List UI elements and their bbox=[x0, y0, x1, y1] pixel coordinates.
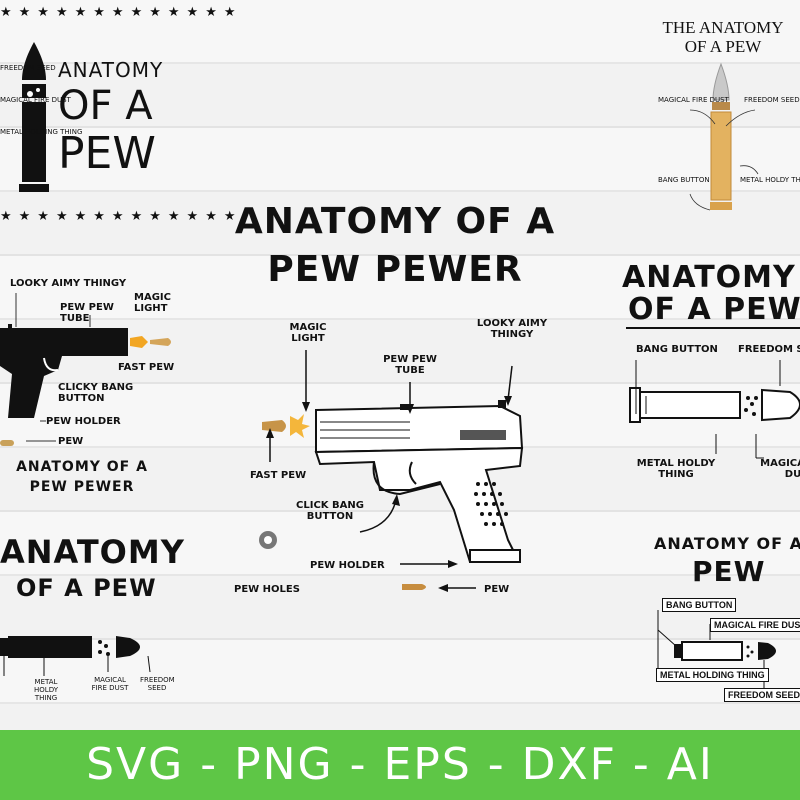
label-metal-holding-thing: METAL HOLDING THING bbox=[0, 128, 83, 136]
title-line-1: ANATOMY OF A bbox=[654, 534, 800, 553]
label-pew-pew-tube: PEW PEW TUBE bbox=[60, 302, 114, 324]
label-magical-fire-dust: MAGICAL FIRE DUST bbox=[91, 676, 129, 692]
label-pew-holder: PEW HOLDER bbox=[46, 416, 121, 427]
label-click-bang-button: CLICK BANG BUTTON bbox=[296, 500, 364, 522]
label-bang-button: BANG BUTTON bbox=[658, 176, 710, 184]
title-line-1: ANATOMY bbox=[0, 533, 185, 571]
label-metal-holdy-thing: METAL HOLDY THING bbox=[636, 458, 716, 480]
label-pew: PEW bbox=[484, 584, 510, 595]
title-line-1: THE ANATOMY bbox=[662, 18, 784, 37]
leader-lines bbox=[266, 350, 513, 592]
pew-hole-icon bbox=[259, 531, 277, 549]
title-line-1: ANATOMY bbox=[622, 260, 796, 295]
muzzle-flash-bullet bbox=[262, 414, 310, 438]
bullet-black-illustration bbox=[0, 636, 140, 658]
title-line-2: OF A bbox=[58, 83, 153, 129]
label-freedom-seed: FREEDOM SEED bbox=[0, 64, 56, 72]
bullet-vertical-illustration bbox=[19, 42, 49, 192]
label-fast-pew: FAST PEW bbox=[118, 362, 175, 373]
leader-lines bbox=[689, 109, 759, 211]
formats-banner bbox=[0, 730, 800, 800]
title-line-2: OF A PEW bbox=[16, 574, 157, 602]
leader-lines bbox=[15, 293, 91, 442]
pistol-outline-illustration bbox=[314, 400, 524, 564]
main-title-line-1: ANATOMY OF A bbox=[234, 201, 556, 242]
title-line-2: OF A PEW bbox=[684, 37, 762, 56]
label-fast-pew: FAST PEW bbox=[250, 470, 307, 481]
leader-lines bbox=[635, 360, 781, 459]
label-magic-light: MAGIC LIGHT bbox=[289, 322, 327, 344]
label-metal-holdy-thing: METAL HOLDY THING bbox=[740, 176, 800, 184]
label-freedom-seed: FREEDOM SEED bbox=[724, 688, 800, 702]
label-magic-light: MAGIC LIGHT bbox=[134, 292, 171, 314]
label-metal-holdy-thing: METAL HOLDY THING bbox=[34, 678, 58, 702]
label-freedom-seed: FREEDOM SEED bbox=[140, 676, 175, 692]
leader-lines bbox=[3, 655, 151, 676]
title-line-1: ANATOMY OF A bbox=[16, 459, 148, 475]
label-pew: PEW bbox=[58, 436, 84, 447]
title-line-2: OF A PEW bbox=[628, 292, 800, 327]
label-metal-holding-thing: METAL HOLDING THING bbox=[656, 668, 769, 682]
label-looky-aimy-thingy: LOOKY AIMY THINGY bbox=[10, 278, 127, 289]
label-pew-pew-tube: PEW PEW TUBE bbox=[383, 354, 437, 376]
label-pew-holder: PEW HOLDER bbox=[310, 560, 385, 571]
bullet-small-icon bbox=[402, 584, 426, 590]
label-magical-fire-dust: MAGICAL FIRE DUST bbox=[760, 458, 800, 480]
title-line-2: PEW PEWER bbox=[29, 479, 135, 495]
label-looky-aimy-thingy: LOOKY AIMY THINGY bbox=[476, 318, 548, 340]
title-line-1: ANATOMY bbox=[58, 58, 164, 82]
label-magical-fire-dust: MAGICAL FIRE DUST bbox=[658, 96, 729, 104]
pistol-silhouette bbox=[0, 324, 171, 446]
label-clicky-bang-button: CLICKY BANG BUTTON bbox=[58, 382, 134, 404]
bullet-horizontal-illustration bbox=[629, 387, 800, 423]
title-line-3: PEW bbox=[58, 128, 156, 179]
stars-row-top: ★★★★★★★★★★★★★ bbox=[0, 4, 243, 19]
bullet-small-outline bbox=[674, 641, 776, 661]
label-magical-fire-dust: MAGICAL FIRE DUST bbox=[0, 96, 71, 104]
title-rule bbox=[626, 327, 800, 329]
formats-text: SVG - PNG - EPS - DXF - AI bbox=[86, 739, 714, 790]
label-pew-holes: PEW HOLES bbox=[234, 584, 300, 595]
stars-row-bottom: ★★★★★★★★★★★★★ bbox=[0, 208, 243, 223]
title-line-2: PEW bbox=[692, 555, 766, 588]
leader-lines bbox=[657, 610, 765, 688]
label-freedom-seed: FREEDOM SEED bbox=[744, 96, 800, 104]
bullet-color-illustration bbox=[710, 62, 732, 210]
label-freedom-seed: FREEDOM SEED bbox=[738, 344, 800, 355]
label-bang-button: BANG BUTTON bbox=[636, 344, 718, 355]
main-title-line-2: PEW PEWER bbox=[267, 249, 523, 290]
label-bang-button: BANG BUTTON bbox=[662, 598, 737, 612]
